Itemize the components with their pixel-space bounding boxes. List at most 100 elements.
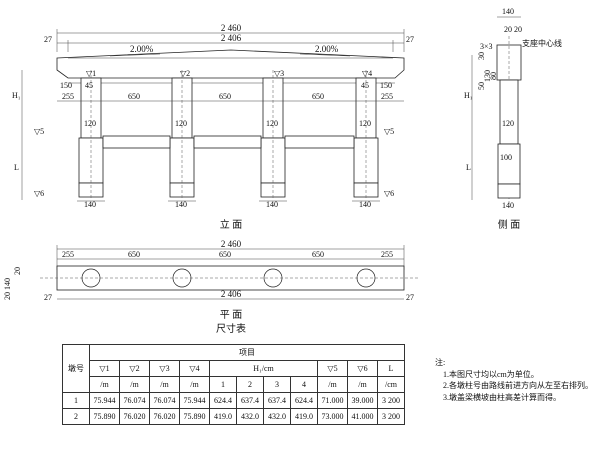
th-h1-2: 2 [236,376,264,393]
side-d120: 120 [502,119,514,128]
elev-span-0: 255 [62,92,74,101]
column-2 [169,70,195,200]
cell: 39.000 [347,392,378,409]
side-off-b: 20 [514,25,522,34]
table-row: 1 75.944 76.074 76.074 75.944 624.4 637.… [62,392,405,409]
plan-column-3 [263,268,283,288]
cell: 432.0 [263,408,291,425]
col-label-2: ▽2 [180,69,190,78]
plan-span-0: 255 [62,250,74,259]
plan-span-3: 650 [312,250,324,259]
column-4 [353,70,379,200]
elevation-view: 2 460 2 406 27 27 2.00% 2.00% [12,23,414,231]
cw-4: 120 [359,119,371,128]
slope-left: 2.00% [130,44,154,54]
cell: 1 [62,392,90,409]
side-d100: 100 [500,153,512,162]
th-h1: H₁/cm [209,360,318,377]
side-d130: 130 [483,70,492,82]
th-L: L [377,360,405,377]
tie-beam-3 [284,135,355,149]
cell: 76.074 [149,392,180,409]
cell: 3 200 [377,408,405,425]
note-3: 3.墩盖梁横坡由柱高差计算而得。 [443,392,561,402]
plan-column-1 [81,268,101,288]
elev-span-4: 255 [381,92,393,101]
level-6-left: ▽6 [34,189,44,198]
elev-end-left: 27 [44,35,52,44]
cell: 637.4 [236,392,264,409]
cell: 75.944 [89,392,120,409]
elev-150-right: 150 [380,81,392,90]
cell: 76.074 [119,392,150,409]
cell: 624.4 [290,392,318,409]
plan-column-4 [356,268,376,288]
plan-caption: 平 面 [220,310,243,321]
cell: 419.0 [290,408,318,425]
fw-3: 140 [266,200,278,209]
col-label-3: ▽3 [274,69,284,78]
th-h1-4: 4 [290,376,318,393]
plan-total-length: 2 460 [221,239,242,249]
table-row: 2 75.890 76.020 76.020 75.890 419.0 432.… [62,408,405,425]
l-label-elev: L [14,163,19,172]
note-2: 2.各墩柱号由路线前进方向从左至右排列。 [443,381,593,390]
fw-4: 140 [359,200,371,209]
cell: 419.0 [209,408,237,425]
plan-column-2 [172,268,192,288]
th-level-1: ▽1 [89,360,120,377]
plan-end-right: 27 [406,293,414,302]
bearing-center-line: 支座中心线 [522,38,562,48]
unit-cm: /cm [377,376,405,393]
plan-span-1: 650 [128,250,140,259]
plan-side-140: 140 [3,278,12,290]
side-d140: 140 [502,201,514,210]
plan-span-4: 255 [381,250,393,259]
cell: 3 200 [377,392,405,409]
th-level-5: ▽5 [317,360,348,377]
unit-m: /m [119,376,150,393]
table-title: 尺寸表 [216,322,246,335]
cell: 76.020 [119,408,150,425]
th-level-3: ▽3 [149,360,180,377]
fw-1: 140 [84,200,96,209]
cw-1: 120 [84,119,96,128]
col-label-4: ▽4 [362,69,372,78]
note-1: 1.本图尺寸均以cm为单位。 [443,369,539,379]
side-pile [497,143,521,185]
cell: 637.4 [263,392,291,409]
side-off-a: 20 [504,25,512,34]
th-level-2: ▽2 [119,360,150,377]
th-h1-1: 1 [209,376,237,393]
unit-m: /m [347,376,378,393]
elev-span-3: 650 [312,92,324,101]
side-h1: H₁ [464,91,473,100]
side-l: L [466,163,471,172]
unit-m: /m [317,376,348,393]
th-item: 项目 [89,344,405,361]
th-level-4: ▽4 [179,360,210,377]
elev-span-1: 650 [128,92,140,101]
plan-end-left: 27 [44,293,52,302]
side-d50: 50 [477,82,486,90]
elev-150-left: 150 [60,81,72,90]
elev-45-right: 45 [361,81,369,90]
elev-inner-length: 2 406 [221,33,242,43]
unit-m: /m [179,376,210,393]
side-footing [497,183,521,199]
elev-total-length: 2 460 [221,23,242,33]
side-pad: 3×3 [480,42,493,51]
notes: 注: 1.本图尺寸均以cm为单位。 2.各墩柱号由路线前进方向从左至右排列。 3… [435,357,600,403]
plan-side-20b: 20 [13,267,22,275]
elev-45-left: 45 [85,81,93,90]
cw-3: 120 [266,119,278,128]
side-d30: 30 [477,52,486,60]
cw-2: 120 [175,119,187,128]
cell: 76.020 [149,408,180,425]
th-pier: 墩号 [62,344,90,393]
column-1 [78,70,104,200]
level-5-right: ▽5 [384,127,394,136]
dimension-table: 墩号 项目 ▽1 ▽2 ▽3 ▽4 H₁/cm ▽5 ▽6 L /m /m /m… [62,344,405,425]
level-6-right: ▽6 [384,189,394,198]
column-3 [260,70,286,200]
